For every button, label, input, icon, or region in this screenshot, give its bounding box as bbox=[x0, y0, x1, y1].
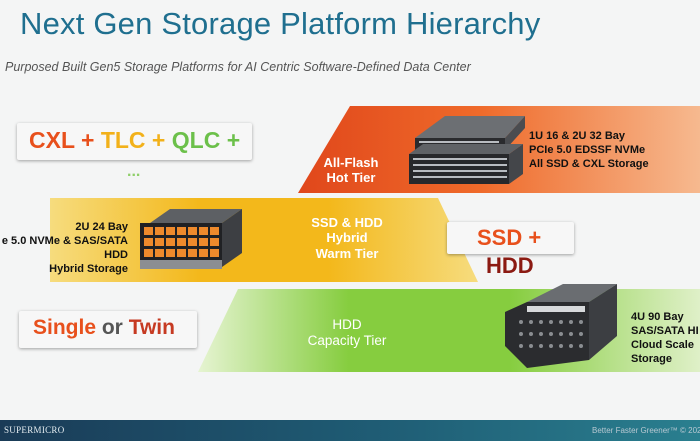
media-label-hdd: HDD bbox=[486, 253, 534, 278]
media-label-single-twin: Single or Twin bbox=[33, 316, 175, 339]
bottom-tier-band bbox=[198, 289, 700, 372]
media-label-cxl: CXL + TLC + QLC + bbox=[29, 127, 241, 153]
media-label-ssd: SSD + bbox=[477, 225, 542, 250]
media-label-ssd-box bbox=[447, 222, 574, 254]
footer-brand-logo: SUPERMICRO bbox=[4, 425, 65, 435]
media-label-single-box bbox=[19, 311, 197, 348]
bottom-tier-spec: 4U 90 Bay SAS/SATA HI Cloud Scale Storag… bbox=[631, 311, 699, 366]
top-tier-label: All-Flash Hot Tier bbox=[323, 155, 379, 186]
middle-tier-spec: 2U 24 Bay e 5.0 NVMe & SAS/SATA HDD Hybr… bbox=[1, 221, 128, 276]
media-label-ellipsis: ... bbox=[127, 163, 141, 180]
top-tier-spec: 1U 16 & 2U 32 Bay PCIe 5.0 EDSSF NVMe Al… bbox=[529, 130, 649, 171]
middle-tier-label: SSD & HDD Hybrid Warm Tier bbox=[311, 215, 383, 261]
hybrid-server-icon bbox=[140, 209, 242, 269]
bottom-tier-label: HDD Capacity Tier bbox=[307, 317, 387, 348]
page-subtitle: Purposed Built Gen5 Storage Platforms fo… bbox=[5, 60, 471, 74]
media-label-cxl-box bbox=[17, 123, 252, 160]
page-title: Next Gen Storage Platform Hierarchy bbox=[20, 6, 541, 41]
allflash-server-icon bbox=[409, 116, 525, 184]
capacity-server-icon bbox=[505, 284, 617, 368]
footer-copyright: Better Faster Greener™ © 202 bbox=[592, 426, 700, 435]
footer-bar: SUPERMICRO Better Faster Greener™ © 202 bbox=[0, 420, 700, 441]
